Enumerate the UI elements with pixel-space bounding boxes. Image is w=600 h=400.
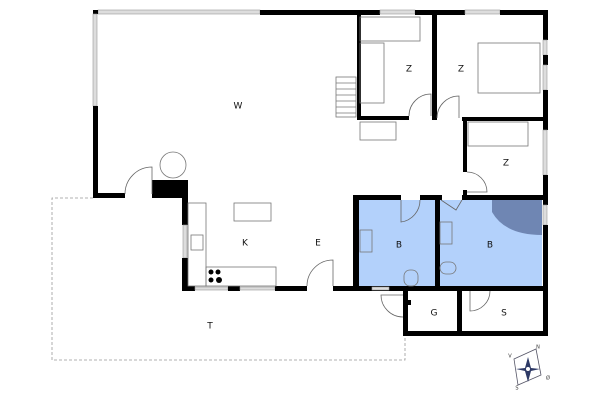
bed-z1-a <box>359 16 421 42</box>
stairs <box>335 76 357 118</box>
round-table <box>159 151 187 179</box>
walls <box>92 9 548 336</box>
room-label-bathroom-2: B <box>487 241 493 251</box>
room-label-bedroom-2: Z <box>458 65 464 75</box>
double-bed <box>477 42 541 94</box>
toilet-2 <box>439 261 457 275</box>
compass-rose-icon: N V S Ø <box>508 345 550 392</box>
counter-left <box>187 202 207 287</box>
room-label-s: S <box>501 309 507 319</box>
compass-south: S <box>515 386 518 392</box>
room-label-living: W <box>234 102 243 112</box>
room-label-bathroom-1: B <box>396 241 402 251</box>
room-label-bedroom-3: Z <box>503 159 509 169</box>
kitchen-sink <box>190 234 204 251</box>
toilet-1 <box>403 269 419 287</box>
terrace-outline <box>51 197 406 361</box>
furniture <box>159 16 541 287</box>
washbasin-1 <box>359 229 373 253</box>
room-label-g: G <box>431 309 438 319</box>
counter-bottom <box>205 266 277 287</box>
bathroom-1-floor <box>358 200 435 288</box>
shower-area <box>492 200 542 235</box>
room-label-entrance: E <box>315 239 321 249</box>
compass-east: Ø <box>546 375 550 382</box>
bed-z3 <box>467 121 529 147</box>
room-label-kitchen: K <box>242 239 249 249</box>
room-label-bedroom-1: Z <box>406 65 412 75</box>
compass-north: N <box>536 345 540 351</box>
kitchen-island <box>233 202 272 222</box>
desk <box>359 121 397 141</box>
doors <box>124 93 491 318</box>
washbasin-2 <box>439 221 453 245</box>
room-label-terrace: T <box>206 322 213 332</box>
stove-icon <box>208 269 222 283</box>
compass-west: V <box>508 354 512 360</box>
bed-z1-b <box>359 42 385 104</box>
